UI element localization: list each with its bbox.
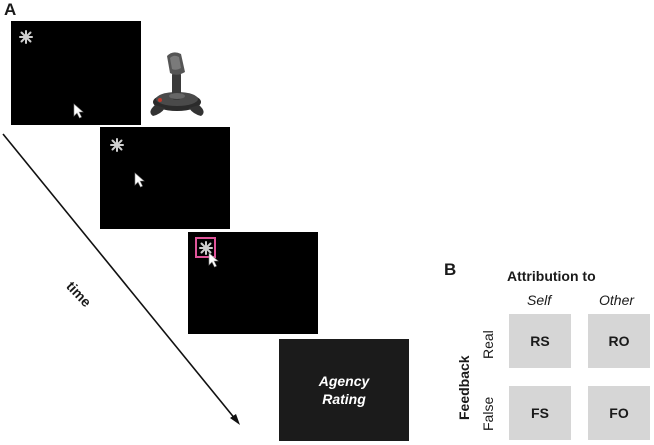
rating-text-line2: Rating: [322, 391, 366, 407]
rating-text-line1: Agency: [318, 373, 370, 389]
cell-real-self: RS: [509, 314, 571, 368]
time-label: time: [63, 278, 95, 310]
column-header-other: Other: [599, 292, 635, 308]
cell-false-other: FO: [588, 386, 650, 440]
cursor-arrow-icon: [208, 252, 219, 268]
attribution-title: Attribution to: [507, 268, 596, 284]
cursor-arrow-icon: [134, 172, 145, 188]
joystick-icon: [150, 52, 204, 116]
asterisk-icon: [19, 30, 33, 44]
asterisk-icon: [110, 138, 124, 152]
column-header-self: Self: [527, 292, 552, 308]
row-label-false: False: [480, 396, 496, 431]
cell-false-self: FS: [509, 386, 571, 440]
row-label-real: Real: [480, 330, 496, 359]
cell-real-other: RO: [588, 314, 650, 368]
panel-label-b: B: [444, 260, 457, 279]
cursor-arrow-icon: [73, 103, 84, 119]
trial-screen-target: [188, 232, 318, 334]
panel-label-a: A: [4, 0, 17, 19]
feedback-label: Feedback: [456, 355, 472, 420]
agency-rating-screen: Agency Rating: [279, 339, 409, 441]
trial-screen-start: [11, 21, 141, 125]
trial-screen-move: [100, 127, 230, 229]
